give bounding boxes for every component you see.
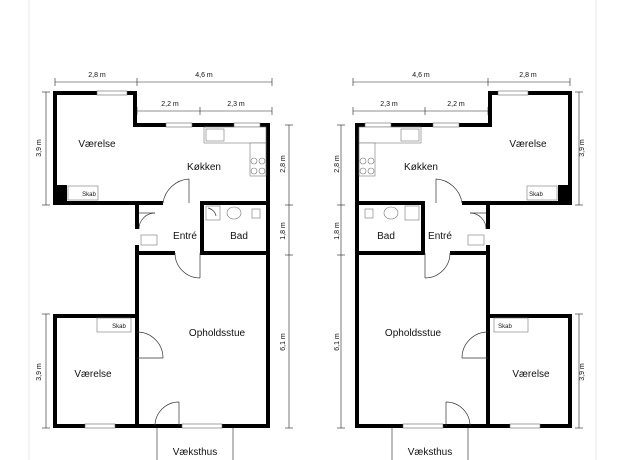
right-floor-plan: 4,6 m 2,8 m 2,3 m 2,2 m 3,9 m 3,9 m 2,8 …	[334, 72, 586, 460]
closet-outline	[493, 317, 529, 333]
closet-block	[558, 185, 568, 201]
room-label-living-room: Opholdsstue	[385, 328, 442, 339]
window	[509, 423, 541, 429]
room-label-bedroom-bottom: Værelse	[74, 369, 112, 380]
left-dimension-lines	[42, 78, 293, 429]
room-label-kitchen: Køkken	[404, 162, 438, 173]
dim-right-b: 1,8 m	[280, 222, 287, 240]
closet-block	[57, 185, 67, 201]
right-doors	[424, 178, 489, 427]
window	[96, 90, 128, 96]
dim-left-b: 1,8 m	[334, 222, 341, 240]
room-label-bedroom-bottom: Værelse	[512, 369, 550, 380]
window	[181, 423, 223, 429]
window	[165, 122, 193, 128]
room-label-entre: Entré	[173, 231, 197, 242]
dim-side-bottom: 3,9 m	[36, 363, 43, 381]
dim-inner-a: 2,2 m	[161, 101, 179, 108]
closet-label: Skab	[82, 192, 96, 198]
dim-right-c: 6,1 m	[280, 333, 287, 351]
room-label-greenhouse: Væksthus	[408, 447, 452, 458]
room-label-bedroom-top: Værelse	[509, 139, 547, 150]
window	[432, 122, 460, 128]
dim-side-bottom: 3,9 m	[579, 363, 586, 381]
closet-label: Skab	[112, 324, 126, 330]
kitchen-counter	[203, 126, 267, 177]
dim-right-a: 2,8 m	[280, 155, 287, 173]
dim-top-b: 4,6 m	[195, 72, 213, 79]
dim-top-a: 2,8 m	[88, 72, 106, 79]
dim-left-a: 2,8 m	[334, 155, 341, 173]
dim-inner-b: 2,3 m	[227, 101, 245, 108]
room-label-living-room: Opholdsstue	[189, 328, 246, 339]
room-label-bath: Bad	[230, 231, 248, 242]
dim-inner-a: 2,3 m	[380, 101, 398, 108]
room-label-kitchen: Køkken	[187, 162, 221, 173]
bathroom-fixtures	[364, 205, 485, 246]
dim-top-b: 2,8 m	[519, 72, 537, 79]
left-doors	[136, 178, 217, 427]
dim-side-top: 3,9 m	[36, 139, 43, 157]
window	[402, 423, 444, 429]
dim-top-a: 4,6 m	[412, 72, 430, 79]
kitchen-counter	[358, 126, 422, 177]
dim-inner-b: 2,2 m	[447, 101, 465, 108]
room-label-bedroom-top: Værelse	[78, 139, 116, 150]
greenhouse	[156, 428, 234, 460]
window	[497, 90, 529, 96]
window	[84, 423, 116, 429]
left-floor-plan: 2,8 m 4,6 m 2,2 m 2,3 m 3,9 m 3,9 m 2,8 …	[36, 72, 293, 460]
closet-outline	[526, 185, 558, 201]
greenhouse	[391, 428, 469, 460]
closet-outline	[67, 185, 99, 201]
closet-label: Skab	[498, 324, 512, 330]
closet-label: Skab	[529, 192, 543, 198]
closet-outline	[96, 317, 132, 333]
room-label-bath: Bad	[377, 231, 395, 242]
room-label-entre: Entré	[428, 231, 452, 242]
right-dimension-lines	[337, 78, 583, 429]
room-label-greenhouse: Væksthus	[173, 447, 217, 458]
dim-left-c: 6,1 m	[334, 333, 341, 351]
bathroom-fixtures	[140, 205, 261, 246]
dim-side-top: 3,9 m	[579, 139, 586, 157]
window	[364, 122, 392, 128]
window	[233, 122, 261, 128]
